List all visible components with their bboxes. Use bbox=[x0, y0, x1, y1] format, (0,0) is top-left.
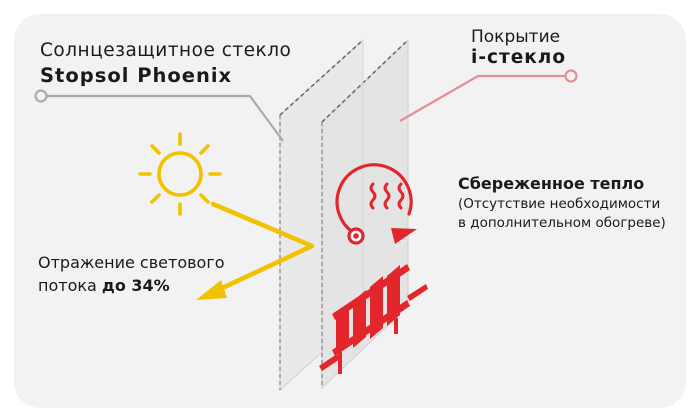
glass-label-title: Солнцезащитное стекло bbox=[40, 40, 292, 61]
reflection-ray bbox=[196, 201, 315, 300]
glass-pointer bbox=[34, 89, 284, 142]
coating-pointer bbox=[399, 69, 578, 122]
front-glass-top bbox=[279, 39, 364, 116]
reflection-value: до 34% bbox=[101, 276, 170, 295]
reflection-label-line2: потока до 34% bbox=[38, 276, 170, 295]
reflection-label-line1: Отражение светового bbox=[38, 253, 225, 272]
coating-label-title: Покрытие bbox=[471, 27, 561, 47]
heat-cycle-arrow bbox=[335, 163, 417, 245]
saved-heat-note-line1: (Отсутствие необходимости bbox=[458, 196, 661, 212]
radiator-leg-2 bbox=[394, 318, 398, 334]
saved-heat-title: Сбереженное тепло bbox=[458, 174, 645, 193]
radiator-pipe-top bbox=[407, 284, 428, 301]
radiator-top-bar bbox=[332, 264, 410, 320]
saved-heat-note-line2: в дополнительном обогреве) bbox=[458, 215, 666, 231]
heat-waves-icon bbox=[369, 182, 405, 210]
reflection-arrowhead bbox=[196, 280, 227, 300]
heat-cycle-arrowhead bbox=[391, 228, 417, 244]
back-glass-top bbox=[321, 39, 409, 123]
radiator-icon bbox=[319, 264, 428, 374]
coating-label-name: i-стекло bbox=[471, 47, 567, 68]
radiator-pipe-bottom bbox=[319, 354, 340, 371]
glass-label-name: Stopsol Phoenix bbox=[40, 64, 233, 87]
sun-icon bbox=[138, 132, 222, 216]
radiator-bottom-bar bbox=[332, 300, 410, 356]
reflection-label-prefix: потока bbox=[38, 276, 102, 295]
radiator-leg-1 bbox=[338, 352, 342, 374]
